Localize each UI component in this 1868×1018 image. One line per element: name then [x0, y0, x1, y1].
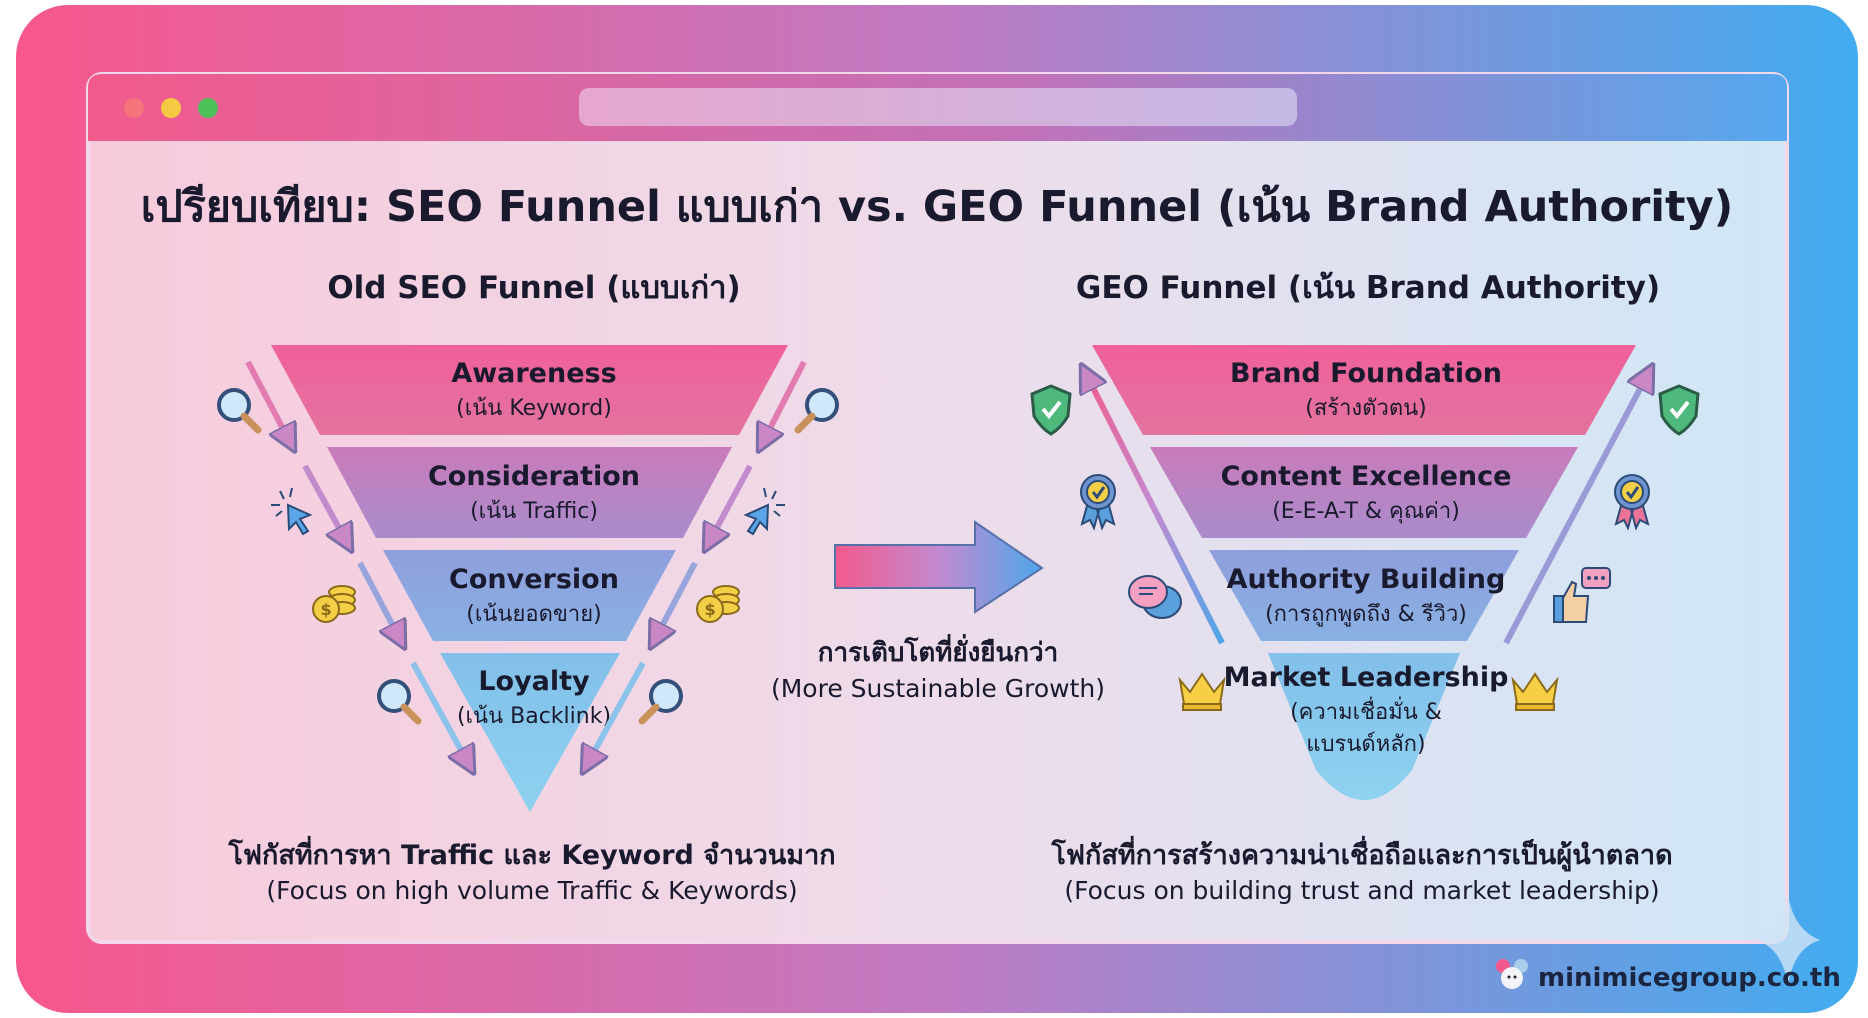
- magnifier-icon: [794, 388, 839, 434]
- magnifier-icon: [377, 679, 422, 725]
- stage-brand-foundation: [1092, 345, 1636, 435]
- stage-sub: (ความเชื่อมั่น &: [1290, 696, 1442, 725]
- crown-icon: [1178, 672, 1226, 711]
- crown-icon: [1511, 672, 1559, 711]
- stage-label: Brand Foundation: [1230, 358, 1502, 389]
- brand-logo: [1496, 959, 1528, 989]
- thumbs-up-icon: [1553, 567, 1611, 623]
- upward-arrows: [1083, 368, 1651, 645]
- cursor-click-icon: [271, 487, 313, 536]
- stage-sub: (เน้น Backlink): [457, 704, 611, 729]
- dollar-icon: $: [320, 600, 331, 619]
- stage-sub: แบรนด์หลัก): [1306, 732, 1425, 757]
- stage-label: Awareness: [451, 358, 616, 389]
- award-badge-icon: [1080, 474, 1116, 531]
- left-footer: โฟกัสที่การหา Traffic และ Keyword จำนวนม…: [227, 835, 835, 871]
- coins-icon: $: [696, 585, 740, 623]
- stage-conversion: [383, 550, 676, 641]
- geo-funnel: Brand Foundation (สร้างตัวตน) Content Ex…: [1092, 345, 1636, 800]
- magnifier-icon: [217, 388, 262, 434]
- stage-sub: (เน้น Keyword): [456, 396, 612, 421]
- close-dot[interactable]: [124, 98, 144, 118]
- stage-label: Consideration: [428, 461, 640, 492]
- stage-sub: (การถูกพูดถึง & รีวิว): [1265, 602, 1467, 627]
- downward-arrows: [245, 360, 807, 770]
- stage-consideration: [327, 447, 732, 538]
- right-footer-en: (Focus on building trust and market lead…: [1064, 876, 1659, 905]
- dollar-icon: $: [704, 600, 715, 619]
- award-badge-icon: [1614, 474, 1650, 531]
- stage-loyalty: [440, 653, 620, 812]
- stage-sub: (เน้น Traffic): [470, 499, 598, 524]
- stage-sub: (เน้นยอดขาย): [466, 602, 601, 627]
- growth-label: การเติบโตที่ยั่งยืนกว่า: [818, 633, 1058, 668]
- cursor-click-icon: [743, 487, 785, 536]
- left-heading: Old SEO Funnel (แบบเก่า): [327, 270, 740, 306]
- stage-sub: (สร้างตัวตน): [1305, 396, 1426, 421]
- magnifier-icon: [638, 679, 683, 725]
- shield-check-icon: [1658, 384, 1700, 436]
- stage-label: Loyalty: [478, 666, 590, 697]
- stage-sub: (E-E-A-T & คุณค่า): [1272, 499, 1460, 524]
- stage-awareness: [271, 345, 788, 435]
- stage-content-excellence: [1150, 447, 1578, 538]
- stage-label: Market Leadership: [1224, 662, 1509, 693]
- right-heading: GEO Funnel (เน้น Brand Authority): [1076, 270, 1660, 306]
- stage-market-leadership: [1268, 653, 1460, 800]
- left-footer-en: (Focus on high volume Traffic & Keywords…: [266, 876, 797, 905]
- arrow-right-icon: [834, 520, 1044, 614]
- chat-bubbles-icon: [1128, 575, 1182, 619]
- stage-authority-building: [1209, 550, 1519, 641]
- sparkle-icon: [1756, 895, 1820, 985]
- brand-name: minimicegroup.co.th: [1538, 963, 1841, 993]
- right-footer: โฟกัสที่การสร้างความน่าเชื่อถือและการเป็…: [1050, 835, 1672, 872]
- stage-label: Authority Building: [1227, 564, 1506, 595]
- stage-label: Conversion: [449, 564, 619, 595]
- address-bar[interactable]: [579, 88, 1297, 126]
- old-seo-funnel: Awareness (เน้น Keyword) Consideration (…: [271, 345, 788, 812]
- shield-check-icon: [1030, 384, 1072, 436]
- growth-label-en: (More Sustainable Growth): [771, 674, 1105, 703]
- coins-icon: $: [312, 585, 356, 623]
- stage-label: Content Excellence: [1221, 461, 1512, 492]
- page-title: เปรียบเทียบ: SEO Funnel แบบเก่า vs. GEO …: [141, 182, 1734, 232]
- maximize-dot[interactable]: [198, 98, 218, 118]
- minimize-dot[interactable]: [161, 98, 181, 118]
